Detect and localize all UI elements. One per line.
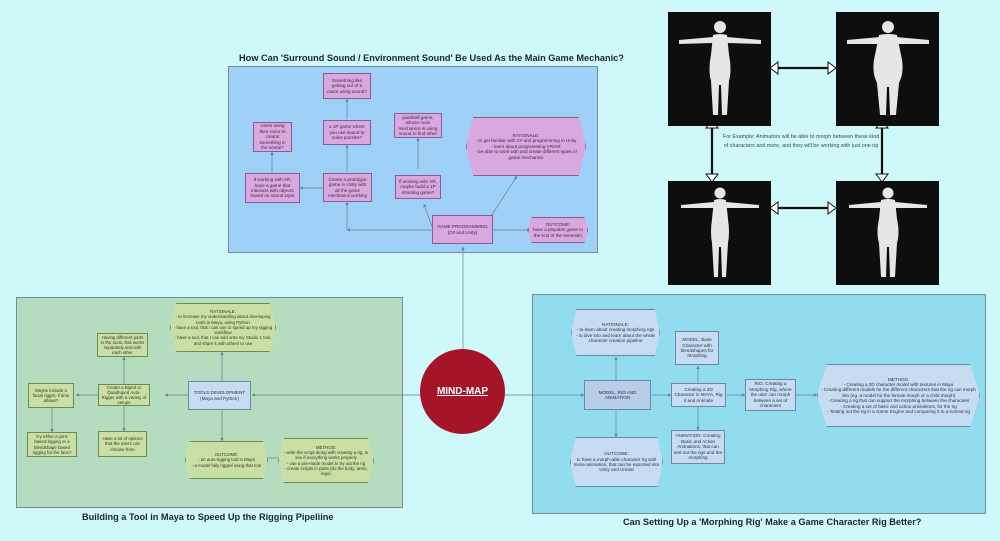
facial-rigger-node: Maybe include a facial rigger, if time a… xyxy=(28,383,74,408)
animation-node: ANIMATION: Creating Basic and Action Ani… xyxy=(671,430,725,464)
puzzle-game-node: a 1P game where you use sound to solve p… xyxy=(323,120,371,145)
character-thumbnail-3 xyxy=(668,181,771,285)
auto-rigger-node: Create a Biped or Quadruped Auto-Rigger … xyxy=(98,384,150,406)
right-panel-title: Can Setting Up a 'Morphing Rig' Make a G… xyxy=(623,517,922,527)
model-rig-animation-node: MODEL, RIG AND ANIMATION xyxy=(584,380,651,410)
character-figure-icon xyxy=(846,21,929,115)
character-figure-icon xyxy=(680,187,759,277)
voice-control-node: Users using their voice to control somet… xyxy=(253,122,292,152)
right-rationale-node: RATIONALE: - to learn about creating mor… xyxy=(571,309,660,356)
right-method-node: METHOD: - Creating a 3D character model … xyxy=(817,364,980,427)
character-figure-icon xyxy=(848,187,927,277)
left-panel-title: Building a Tool in Maya to Speed Up the … xyxy=(82,512,334,522)
create-character-node: Creating a 3D Character in MAYA, Rig it … xyxy=(671,383,726,407)
base-model-node: MODEL: Base Character with blendshapes f… xyxy=(675,331,719,365)
paintball-game-node: Maybe a 3P paintball game, whose main me… xyxy=(394,113,442,138)
mind-map-center: MIND-MAP xyxy=(420,349,505,434)
mind-map-label: MIND-MAP xyxy=(436,386,489,397)
user-options-node: Have a lot of options that the users can… xyxy=(98,431,147,457)
left-outcome-node: OUTCOME: - an auto-rigging tool in Maya … xyxy=(185,441,268,479)
right-outcome-node: OUTCOME: to have a morph-able character … xyxy=(570,437,663,487)
character-thumbnail-2 xyxy=(836,12,939,126)
character-thumbnail-1 xyxy=(668,12,771,126)
ar-game-node: If working with AR, have a game that int… xyxy=(245,173,300,203)
top-rationale-node: RATIONALE: - to get familiar with C# and… xyxy=(466,117,586,176)
left-rationale-node: RATIONALE: - to increase my understandin… xyxy=(170,303,276,352)
tools-development-node: TOOLS DEVELOPMENT (Maya and Python) xyxy=(188,381,251,410)
morphing-rig-node: RIG: Creating a Morphing Rig, where the … xyxy=(745,379,796,411)
game-programming-node: GAME PROGRAMMING (C# and Unity) xyxy=(432,215,493,244)
tool-parts-node: Having different parts in the tools, tha… xyxy=(97,333,148,357)
morph-example-note: For Example: Animators will be able to m… xyxy=(722,134,880,149)
left-method-node: METHOD: - write the script along with cr… xyxy=(278,438,374,483)
face-rigging-node: Try either a joint-based rigging or a bl… xyxy=(27,432,77,457)
top-panel-title: How Can 'Surround Sound / Environment So… xyxy=(239,53,624,63)
character-figure-icon xyxy=(678,21,761,115)
vr-shooting-node: If working with VR, maybe build a 1P sho… xyxy=(395,175,441,199)
escape-maze-node: Something like getting out of a maze usi… xyxy=(323,73,371,99)
character-thumbnail-4 xyxy=(836,181,939,285)
prototype-node: Create a prototype game in Unity with al… xyxy=(323,173,372,202)
top-outcome-node: OUTCOME: have a playable game to the end… xyxy=(528,217,588,243)
